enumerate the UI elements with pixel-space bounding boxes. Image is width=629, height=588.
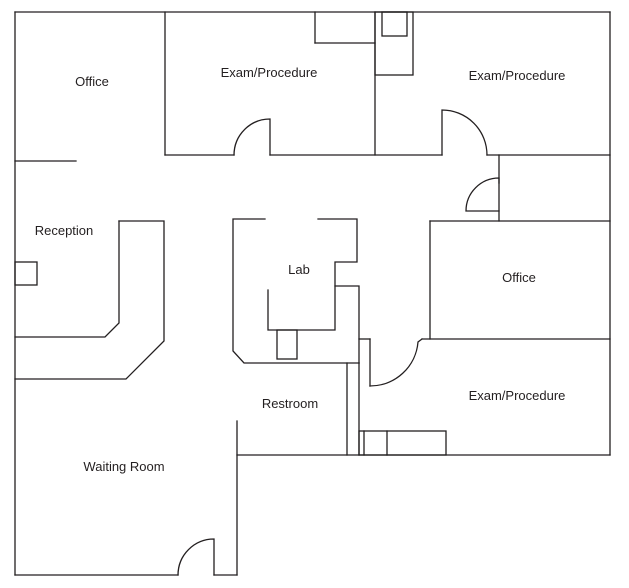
sink-top xyxy=(381,11,408,37)
door-exam-top-right xyxy=(441,109,488,156)
room-label-restroom: Restroom xyxy=(262,396,318,411)
exterior-walls xyxy=(14,11,611,576)
lab-walls xyxy=(232,218,360,364)
reception-counter xyxy=(14,220,165,380)
door-exam-top-middle xyxy=(233,118,271,156)
exam-bottom-right-cabinet xyxy=(358,430,447,456)
restroom-walls xyxy=(236,338,611,576)
lab-sink xyxy=(276,329,298,360)
office-top-left-walls xyxy=(14,11,166,162)
door-right-closet xyxy=(465,177,500,212)
doors xyxy=(177,109,500,576)
door-entrance xyxy=(177,538,215,576)
cabinet-bottom xyxy=(358,430,447,456)
room-label-reception: Reception xyxy=(35,223,94,238)
room-label-office-top-left: Office xyxy=(75,74,109,89)
room-label-exam-bottom-right: Exam/Procedure xyxy=(469,388,566,403)
right-corridor-walls xyxy=(421,154,611,340)
room-label-exam-top-right: Exam/Procedure xyxy=(469,68,566,83)
room-label-exam-top-middle: Exam/Procedure xyxy=(221,65,318,80)
room-label-office-right: Office xyxy=(502,270,536,285)
reception-desk-block xyxy=(14,261,38,286)
door-exam-bottom-right xyxy=(369,338,423,387)
exam-top-right-walls xyxy=(374,11,611,156)
room-label-lab: Lab xyxy=(288,262,310,277)
room-label-waiting-room: Waiting Room xyxy=(83,459,164,474)
exam-top-middle-walls xyxy=(164,11,443,156)
